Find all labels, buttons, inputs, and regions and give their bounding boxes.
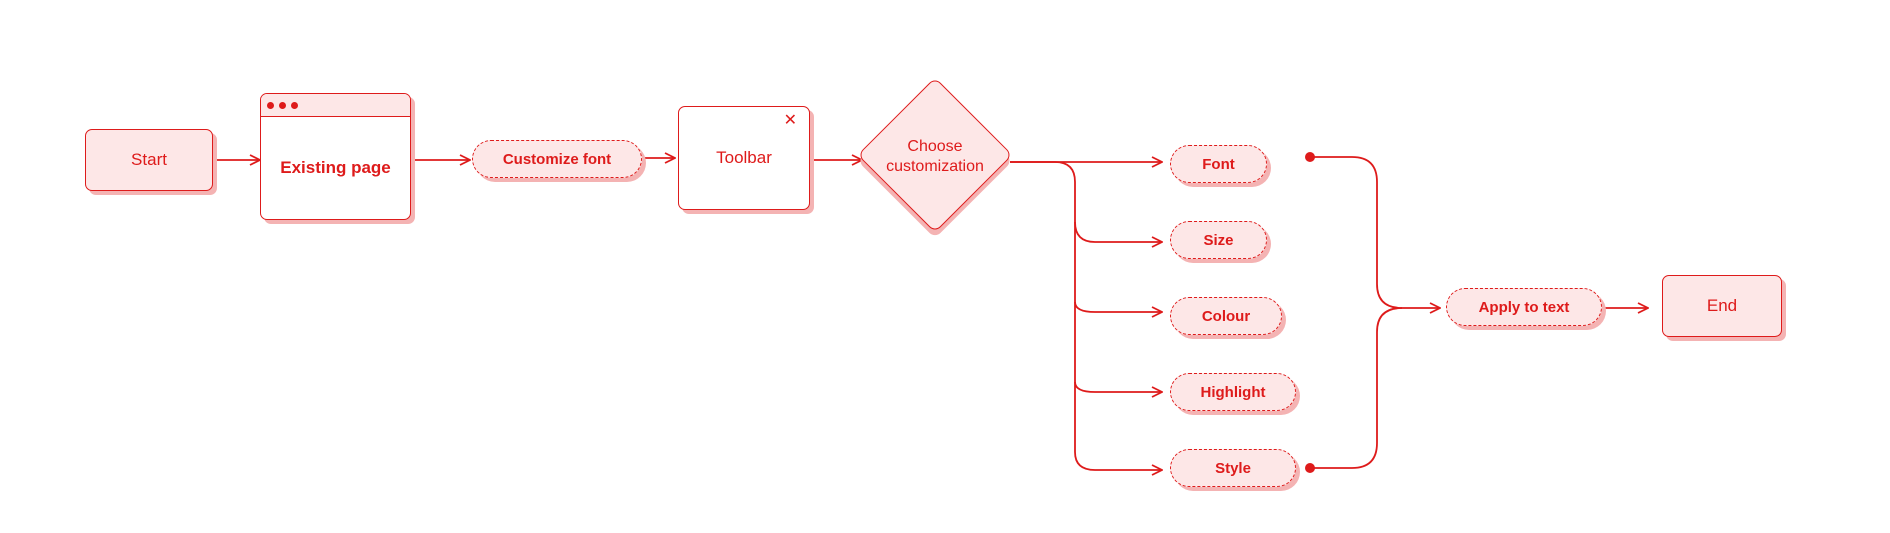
customize-font-node[interactable]: Customize font <box>472 140 642 178</box>
close-icon: ✕ <box>783 112 797 129</box>
apply-to-text-node[interactable]: Apply to text <box>1446 288 1602 326</box>
window-dot-icon <box>267 101 274 109</box>
font-label: Font <box>1202 155 1235 173</box>
toolbar-node[interactable]: ✕ Toolbar <box>678 106 810 210</box>
highlight-label: Highlight <box>1200 383 1266 401</box>
font-option-node[interactable]: Font <box>1170 145 1267 183</box>
choose-customization-label: Choose customization <box>886 138 984 175</box>
window-dot-icon <box>279 101 286 109</box>
style-label: Style <box>1215 459 1251 477</box>
join-dot-font <box>1305 152 1315 162</box>
existing-page-body: Existing page <box>261 117 410 219</box>
edge-choose-to-style <box>1074 382 1162 470</box>
join-dot-style <box>1305 463 1315 473</box>
window-dot-icon <box>291 101 298 109</box>
toolbar-label: Toolbar <box>716 148 772 167</box>
customize-font-label: Customize font <box>502 150 612 168</box>
edge-choose-to-highlight <box>1074 302 1162 392</box>
existing-page-label: Existing page <box>280 158 391 177</box>
style-option-node[interactable]: Style <box>1170 449 1296 487</box>
apply-to-text-label: Apply to text <box>1478 298 1570 316</box>
end-label: End <box>1706 296 1738 315</box>
edge-choose-to-colour <box>1074 222 1162 312</box>
size-label: Size <box>1203 231 1234 249</box>
highlight-option-node[interactable]: Highlight <box>1170 373 1296 411</box>
size-option-node[interactable]: Size <box>1170 221 1267 259</box>
window-titlebar <box>261 94 410 117</box>
edge-font-to-merge <box>1310 156 1440 308</box>
edge-style-to-merge <box>1310 307 1403 469</box>
colour-label: Colour <box>1201 307 1251 325</box>
colour-option-node[interactable]: Colour <box>1170 297 1282 335</box>
start-node[interactable]: Start <box>85 129 213 191</box>
end-node[interactable]: End <box>1662 275 1782 337</box>
existing-page-node[interactable]: Existing page <box>260 93 411 220</box>
edge-choose-to-size <box>1010 161 1162 242</box>
start-label: Start <box>131 150 167 169</box>
